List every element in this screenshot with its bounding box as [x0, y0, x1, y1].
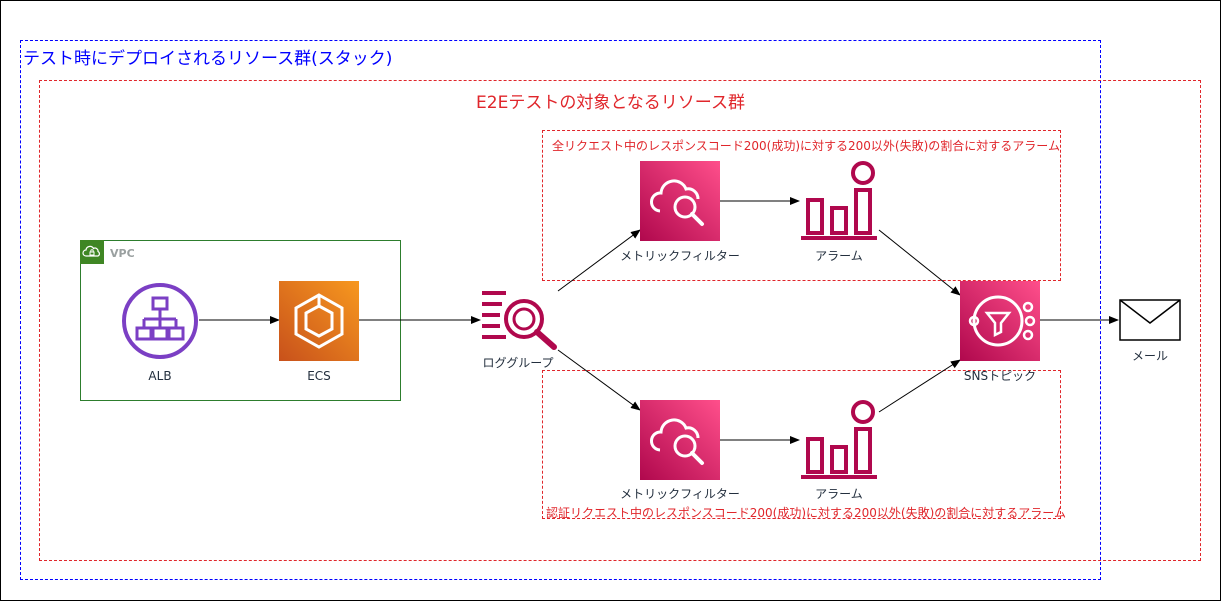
stack-group-title: テスト時にデプロイされるリソース群(スタック) — [23, 49, 393, 69]
alb-label: ALB — [148, 369, 172, 383]
sns-topic-icon — [960, 281, 1040, 365]
metric-filter-bottom-label: メトリックフィルター — [620, 487, 740, 501]
e2e-target-group — [39, 80, 1201, 561]
alarm-top-label: アラーム — [815, 249, 863, 263]
ecs-label: ECS — [307, 369, 331, 383]
log-group-label: ロググループ — [482, 356, 554, 370]
edge-loggroup-metricfilter-bottom — [557, 349, 641, 411]
vpc-cloud-lock-icon — [80, 240, 104, 264]
alarm-group-auth-requests-title: 認証リクエスト中のレスポンスコード200(成功)に対する200以外(失敗)の割合… — [546, 506, 1066, 520]
elb-icon — [120, 281, 200, 365]
alarm-group-all-requests-title: 全リクエスト中のレスポンスコード200(成功)に対する200以外(失敗)の割合に… — [552, 139, 1060, 153]
mail-envelope-icon — [1119, 299, 1181, 345]
log-group-icon — [478, 287, 562, 357]
alarm-bottom-label: アラーム — [815, 487, 863, 501]
alarm-top-icon — [799, 160, 879, 246]
ecs-icon — [279, 281, 359, 365]
sns-topic-label: SNSトピック — [963, 369, 1037, 383]
alarm-group-all-requests — [542, 130, 1061, 281]
metric-filter-bottom-icon — [640, 400, 720, 484]
mail-label: メール — [1131, 349, 1168, 363]
edge-alarm-sns-bottom — [878, 359, 961, 413]
metric-filter-top-icon — [640, 161, 720, 245]
vpc-label: VPC — [110, 247, 135, 260]
edge-loggroup-metricfilter-top — [557, 229, 641, 292]
alarm-bottom-icon — [799, 399, 879, 485]
stack-group — [20, 40, 1101, 580]
e2e-target-group-title: E2Eテストの対象となるリソース群 — [476, 93, 745, 113]
metric-filter-top-label: メトリックフィルター — [620, 249, 740, 263]
edge-alarm-sns-top — [878, 229, 961, 296]
alarm-group-auth-requests — [542, 370, 1061, 519]
